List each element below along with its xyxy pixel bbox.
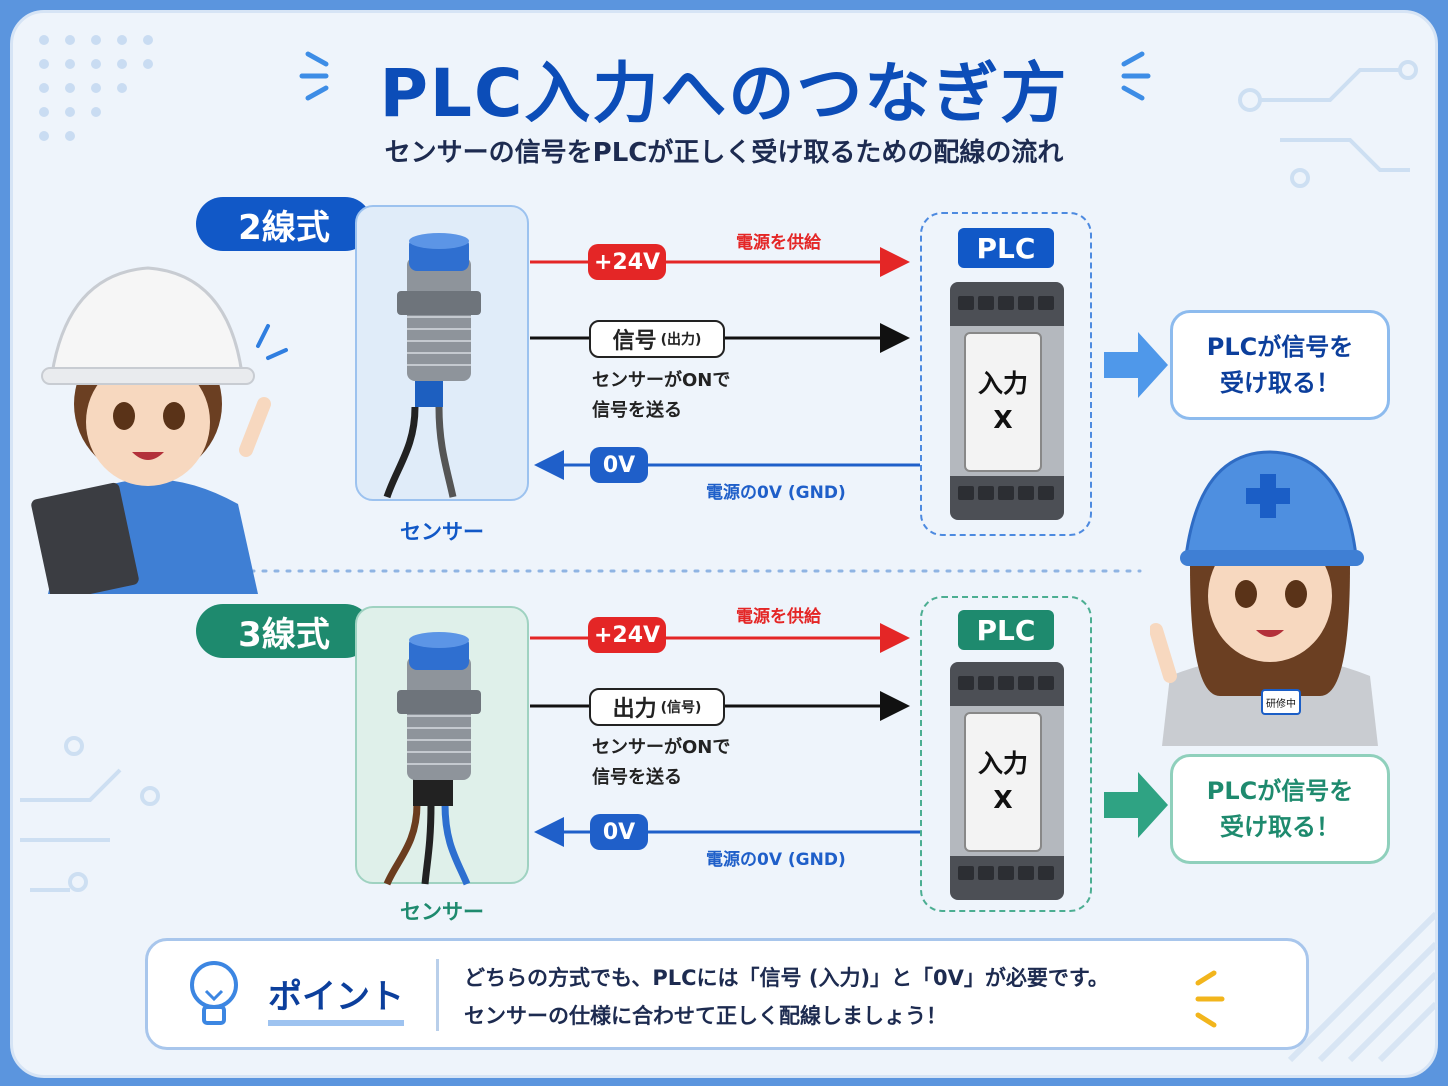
three-wire-signal-sub: (信号)	[660, 700, 702, 716]
point-divider	[436, 959, 439, 1031]
three-wire-ground-caption: 電源の0V (GND)	[706, 850, 846, 870]
two-wire-ground-caption: 電源の0V (GND)	[706, 483, 846, 503]
result-line: 受け取る！	[1220, 369, 1340, 397]
result-line: PLCが信号を	[1206, 333, 1354, 361]
proximity-sensor-icon	[383, 632, 481, 886]
three-wire-plc-frame: PLC 入力 X	[920, 596, 1092, 912]
point-line: どちらの方式でも、PLCには「信号 (入力)」と「0V」が必要です。	[464, 966, 1109, 990]
two-wire-signal-note: センサーがONで 信号を送る	[592, 366, 730, 426]
three-wire-ground-tag: 0V	[590, 814, 648, 850]
arrow-right-icon	[1104, 332, 1168, 398]
three-wire-power-caption: 電源を供給	[736, 607, 821, 627]
male-worker-illustration	[31, 266, 288, 594]
three-wire-signal-box: 出力(信号)	[589, 688, 725, 726]
female-worker-illustration: 研修中	[1150, 450, 1378, 746]
three-wire-signal-note-line: 信号を送る	[592, 767, 682, 788]
three-wire-plc-module: 入力 X	[950, 662, 1064, 900]
three-wire-signal-note: センサーがONで 信号を送る	[592, 733, 730, 793]
point-panel: ポイント どちらの方式でも、PLCには「信号 (入力)」と「0V」が必要です。 …	[145, 938, 1309, 1050]
two-wire-result: PLCが信号を 受け取る！	[1170, 310, 1390, 420]
two-wire-plc-module: 入力 X	[950, 282, 1064, 520]
three-wire-result: PLCが信号を 受け取る！	[1170, 754, 1390, 864]
two-wire-power-caption: 電源を供給	[736, 233, 821, 253]
page-subtitle: センサーの信号をPLCが正しく受け取るための配線の流れ	[384, 138, 1064, 168]
terminal-row	[958, 296, 1054, 310]
two-wire-label: 2線式	[196, 197, 372, 251]
terminal-row	[958, 866, 1054, 880]
two-wire-signal-sub: (出力)	[660, 332, 702, 348]
three-wire-plc-label: PLC	[958, 610, 1054, 650]
page-title: PLC入力へのつなぎ方	[379, 55, 1069, 132]
three-wire-power-tag: +24V	[588, 617, 666, 653]
two-wire-plc-label: PLC	[958, 228, 1054, 268]
point-text: どちらの方式でも、PLCには「信号 (入力)」と「0V」が必要です。 センサーの…	[464, 959, 1109, 1035]
terminal-row	[958, 676, 1054, 690]
point-line: センサーの仕様に合わせて正しく配線しましょう！	[464, 1004, 947, 1028]
plc-input-address: X	[993, 785, 1013, 814]
two-wire-sensor-panel	[355, 205, 529, 501]
sparkle-icon	[1195, 970, 1225, 1028]
result-line: PLCが信号を	[1206, 777, 1354, 805]
three-wire-label: 3線式	[196, 604, 372, 658]
two-wire-signal-box: 信号(出力)	[589, 320, 725, 358]
two-wire-plc-input: 入力 X	[964, 332, 1042, 472]
three-wire-signal-main: 出力	[612, 697, 657, 722]
three-wire-sensor-label: センサー	[400, 900, 484, 924]
two-wire-sensor-label: センサー	[400, 520, 484, 544]
two-wire-power-tag: +24V	[588, 244, 666, 280]
two-wire-signal-main: 信号	[612, 329, 657, 354]
three-wire-plc-input: 入力 X	[964, 712, 1042, 852]
two-wire-signal-note-line: 信号を送る	[592, 400, 682, 421]
two-wire-ground-tag: 0V	[590, 447, 648, 483]
two-wire-signal-note-line: センサーがONで	[592, 370, 731, 391]
plc-input-label: 入力	[977, 749, 1028, 778]
three-wire-sensor-panel	[355, 606, 529, 886]
three-wire-signal-note-line: センサーがONで	[592, 737, 731, 758]
lightbulb-icon	[190, 961, 238, 1025]
proximity-sensor-icon	[383, 233, 481, 499]
two-wire-plc-frame: PLC 入力 X	[920, 212, 1092, 536]
result-line: 受け取る！	[1220, 813, 1340, 841]
terminal-row	[958, 486, 1054, 500]
plc-input-label: 入力	[977, 369, 1028, 398]
plc-input-address: X	[993, 405, 1013, 434]
point-title: ポイント	[268, 969, 404, 1026]
arrow-right-icon	[1104, 772, 1168, 838]
name-badge-text: 研修中	[1266, 697, 1296, 710]
